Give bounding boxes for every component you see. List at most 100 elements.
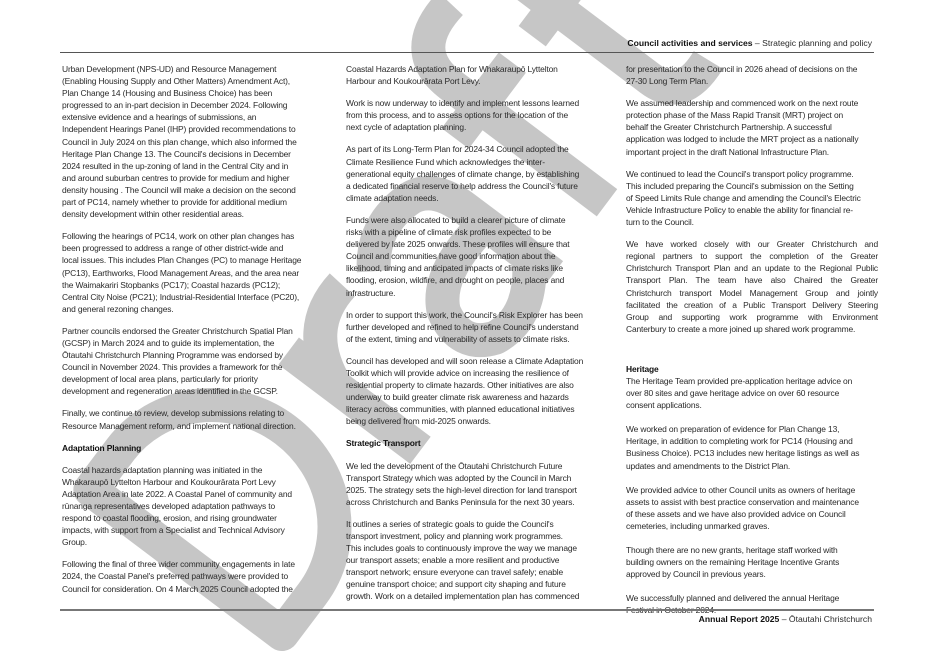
text-line: 2024 resulted in the up-zoning of land i… <box>62 160 289 171</box>
text-line: Partner councils endorsed the Greater Ch… <box>62 325 293 336</box>
text-line: delivered by late 2025 onwards. These pr… <box>346 239 570 250</box>
paragraph: It outlines a series of strategic goals … <box>346 518 608 603</box>
paragraph: Finally, we continue to review, develop … <box>62 407 334 431</box>
text-line: As part of its Long-Term Plan for 2024-3… <box>346 144 569 155</box>
text-line: for presentation to the Council in 2026 … <box>626 64 858 74</box>
watermark-letter-r <box>278 273 431 464</box>
text-line: Canterbury to create a more joined up sh… <box>626 323 856 334</box>
text-line: next cycle of adaptation planning. <box>346 122 467 133</box>
text-line: important project in the draft National … <box>626 146 829 157</box>
text-line: regional partners to support the complet… <box>626 251 878 262</box>
text-line: rūnanga representatives developed adapta… <box>62 501 276 511</box>
text-line: Whakaraupō Lyttelton Harbour and Koukour… <box>62 476 276 487</box>
text-line: Vehicle Infrastructure Policy to enable … <box>626 204 853 215</box>
text-line: respond to coastal flooding, erosion, an… <box>62 513 277 524</box>
text-line: part of PC14, namely whether to provide … <box>62 197 287 208</box>
footer-rule <box>60 609 874 611</box>
paragraph: As part of its Long-Term Plan for 2024-3… <box>346 143 608 203</box>
text-line: The Heritage Team provided pre-applicati… <box>626 375 853 386</box>
text-line: Central City Noise (PC21); Industrial-Re… <box>62 291 300 302</box>
watermark-letter-d <box>73 388 352 652</box>
text-line: growth. Work on a detailed implementatio… <box>346 591 580 602</box>
text-line: generational equity challenges of climat… <box>346 168 580 179</box>
footer-separator: – <box>779 614 789 624</box>
text-line: Transport Strategy which was adopted by … <box>346 472 572 483</box>
text-line: We successfully planned and delivered th… <box>626 593 840 604</box>
text-line: genuine transport choice; and support ci… <box>346 579 566 590</box>
spacer <box>626 345 878 363</box>
paragraph: We led the development of the Ōtautahi C… <box>346 460 608 508</box>
text-line: Though there are no new grants, heritage… <box>626 545 838 555</box>
text-line: Council has developed and will soon rele… <box>346 355 584 366</box>
text-line: flooding, erosion, wildfire, and drought… <box>346 275 565 286</box>
text-line: Following the hearings of PC14, work on … <box>62 231 295 242</box>
text-line: Harbour and Koukourārata Port Levy. <box>346 76 481 87</box>
text-line: extensive evidence and a hearings of sub… <box>62 112 257 123</box>
text-line: application was lodged to include the MR… <box>626 134 859 145</box>
text-line: transport network; ensure everyone can t… <box>346 567 564 578</box>
column-2: Coastal Hazards Adaptation Plan for Whak… <box>346 63 608 613</box>
text-line: a dedicated financial reserve to help ad… <box>346 180 578 191</box>
text-line: across Christchurch and Banks Peninsula … <box>346 496 575 507</box>
watermark-letter-t <box>500 0 723 105</box>
text-line: density housing . The Council will make … <box>62 184 296 195</box>
text-line: (GCSP) in March 2024 and to guide its im… <box>62 337 275 348</box>
paragraph: The Heritage Team provided pre-applicati… <box>626 375 878 411</box>
header-section: Council activities and services <box>627 38 753 48</box>
text-line: density development within other residen… <box>62 209 244 220</box>
paragraph: Work is now underway to identify and imp… <box>346 97 608 133</box>
text-line: infrastructure. <box>346 287 396 298</box>
paragraph: Funds were also allocated to build a cle… <box>346 214 608 299</box>
text-line: and around suburban centres to provide f… <box>62 172 290 183</box>
paragraph: Following the final of three wider commu… <box>62 558 334 594</box>
text-line: underway to build greater climate risk a… <box>346 392 569 403</box>
text-line: Following the final of three wider commu… <box>62 559 295 570</box>
text-line: being delivered from mid-2025 onwards. <box>346 416 491 427</box>
text-line: over 80 sites and gave heritage advice o… <box>626 388 840 399</box>
text-line: of Speed Limits Rule change and amending… <box>626 192 861 203</box>
text-line: 2025. The strategy sets the high-level d… <box>346 484 577 495</box>
text-line: We continued to lead the Council's trans… <box>626 168 854 179</box>
footer-place: Ōtautahi Christchurch <box>788 614 872 624</box>
text-line: This included preparing the Council's su… <box>626 180 854 191</box>
text-line: (Enabling Housing Supply and Other Matte… <box>62 76 290 87</box>
header-rule <box>60 52 874 53</box>
text-line: This includes goals to continuously impr… <box>346 543 577 554</box>
text-line: Council in July 2024 on this plan change… <box>62 136 297 147</box>
text-line: the Waimakariri Stopbanks (PC17); Coasta… <box>62 279 281 290</box>
text-line: further developed and refined to help re… <box>346 321 579 332</box>
text-line: 27-30 Long Term Plan. <box>626 76 709 87</box>
text-line: likelihood, timing and anticipated impac… <box>346 263 563 274</box>
text-line: It outlines a series of strategic goals … <box>346 518 554 529</box>
text-line: Funds were also allocated to build a cle… <box>346 214 566 225</box>
text-line: Council and communities have good inform… <box>346 251 556 262</box>
text-line: behalf the Greater Christchurch Partners… <box>626 122 832 133</box>
text-line: Independent Hearings Panel (IHP) provide… <box>62 124 296 135</box>
text-line: Work is now underway to identify and imp… <box>346 98 580 109</box>
section-heading: Heritage <box>626 363 659 374</box>
text-line: Ōtautahi Christchurch Planning Programme… <box>62 350 283 361</box>
text-line: We have worked closely with our Greater … <box>626 239 878 250</box>
text-line: impacts, with support from a Specialist … <box>62 525 285 536</box>
paragraph: We successfully planned and delivered th… <box>626 592 878 616</box>
watermark-letter-f <box>411 0 618 217</box>
text-line: Christchurch Transport Plan and an updat… <box>626 263 878 274</box>
paragraph: for presentation to the Council in 2026 … <box>626 63 878 87</box>
text-line: Heritage, in addition to completing work… <box>626 436 853 447</box>
running-footer: Annual Report 2025 – Ōtautahi Christchur… <box>699 614 872 624</box>
text-line: Coastal hazards adaptation planning was … <box>62 464 263 475</box>
text-line: Group. <box>62 537 87 548</box>
paragraph: Urban Development (NPS-UD) and Resource … <box>62 63 334 220</box>
text-line: local issues. This includes Plan Changes… <box>62 255 302 266</box>
paragraph: We assumed leadership and commenced work… <box>626 97 878 157</box>
text-line: Plan Change 14 (Housing and Business Cho… <box>62 88 273 99</box>
header-separator: – <box>752 38 763 48</box>
text-line: Business Choice). PC13 includes new heri… <box>626 448 860 459</box>
paragraph: We provided advice to other Council unit… <box>626 484 878 532</box>
text-line: been progressed to address a range of ot… <box>62 243 284 254</box>
text-line: consent applications. <box>626 400 702 411</box>
text-line: risks with a pipeline of climate risk pr… <box>346 227 552 238</box>
text-line: cemeteries, including unmarked graves. <box>626 520 770 531</box>
paragraph: Coastal Hazards Adaptation Plan for Whak… <box>346 63 608 87</box>
